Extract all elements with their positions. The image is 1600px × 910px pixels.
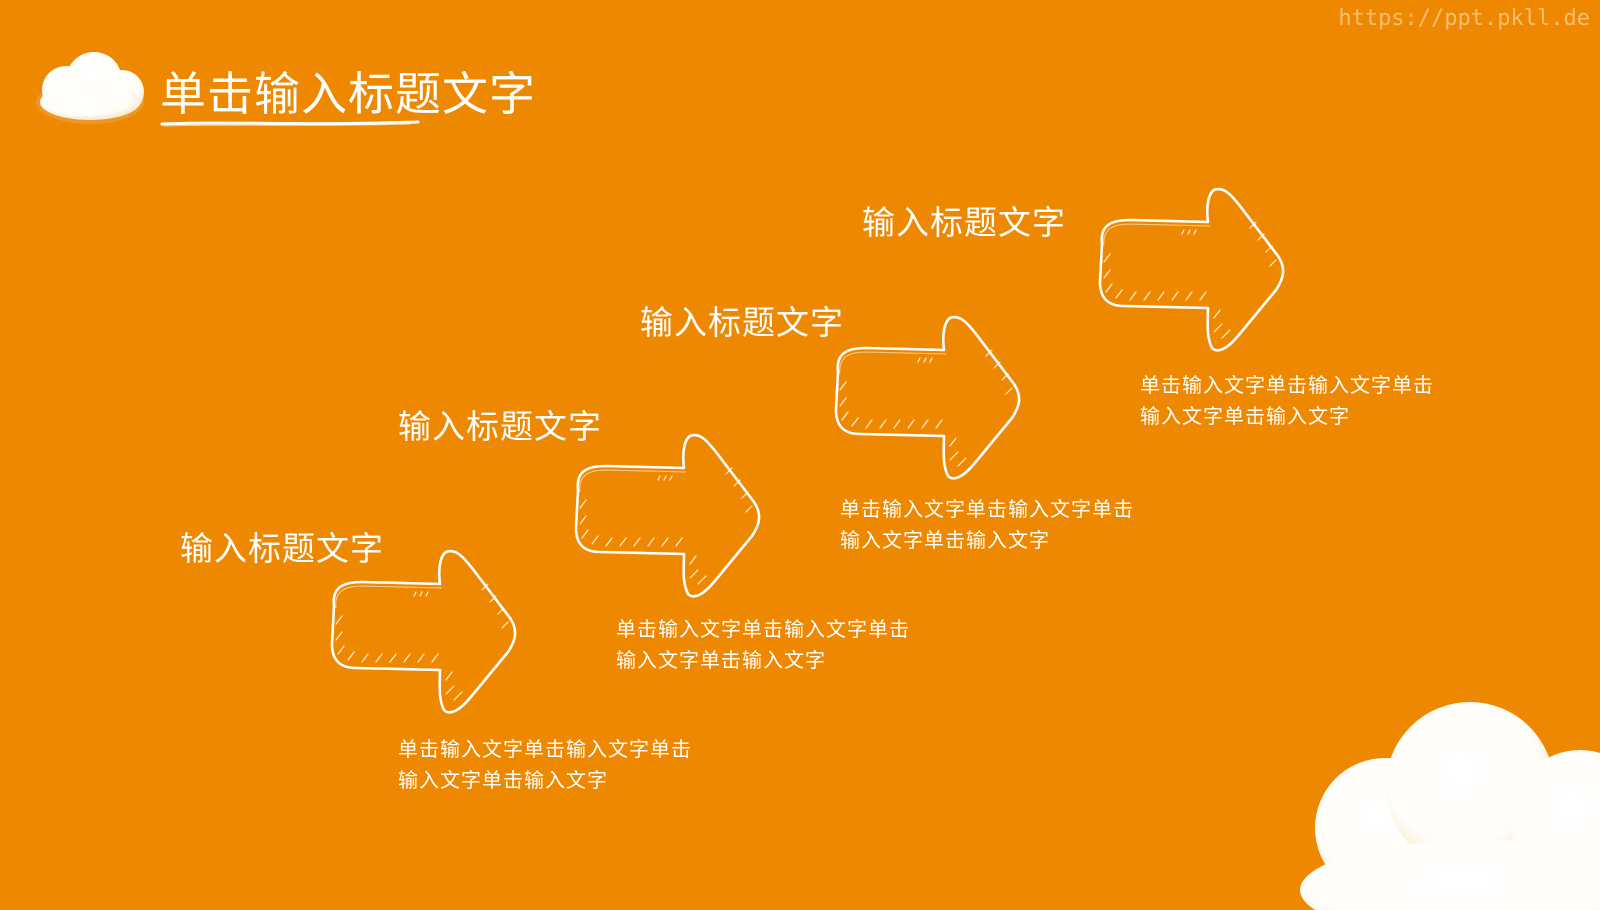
- watermark-url: https://ppt.pkll.de: [1338, 6, 1590, 31]
- step-2-desc-line2: 输入文字单击输入文字: [616, 648, 826, 672]
- title-underline: [160, 120, 420, 127]
- arrow-right-icon: [322, 548, 522, 718]
- step-2-title[interactable]: 输入标题文字: [398, 407, 602, 446]
- step-4-description[interactable]: 单击输入文字单击输入文字单击 输入文字单击输入文字: [1140, 370, 1480, 432]
- arrow-right-icon: [826, 314, 1026, 484]
- page-title[interactable]: 单击输入标题文字: [160, 67, 536, 121]
- step-3-description[interactable]: 单击输入文字单击输入文字单击 输入文字单击输入文字: [840, 494, 1180, 556]
- step-2-desc-line1: 单击输入文字单击输入文字单击: [616, 617, 910, 641]
- step-3-title[interactable]: 输入标题文字: [640, 303, 844, 342]
- step-4-desc-line2: 输入文字单击输入文字: [1140, 404, 1350, 428]
- step-3-desc-line1: 单击输入文字单击输入文字单击: [840, 497, 1134, 521]
- step-1-desc-line1: 单击输入文字单击输入文字单击: [398, 737, 692, 761]
- step-1-title[interactable]: 输入标题文字: [180, 529, 384, 568]
- step-4-title[interactable]: 输入标题文字: [862, 203, 1066, 242]
- cloud-icon: [1300, 702, 1600, 910]
- step-1-desc-line2: 输入文字单击输入文字: [398, 768, 608, 792]
- arrow-right-icon: [566, 432, 766, 602]
- step-3-desc-line2: 输入文字单击输入文字: [840, 528, 1050, 552]
- cloud-icon: [36, 52, 144, 124]
- step-4-desc-line1: 单击输入文字单击输入文字单击: [1140, 373, 1434, 397]
- step-2-description[interactable]: 单击输入文字单击输入文字单击 输入文字单击输入文字: [616, 614, 956, 676]
- step-1-description[interactable]: 单击输入文字单击输入文字单击 输入文字单击输入文字: [398, 734, 738, 796]
- arrow-right-icon: [1090, 186, 1290, 356]
